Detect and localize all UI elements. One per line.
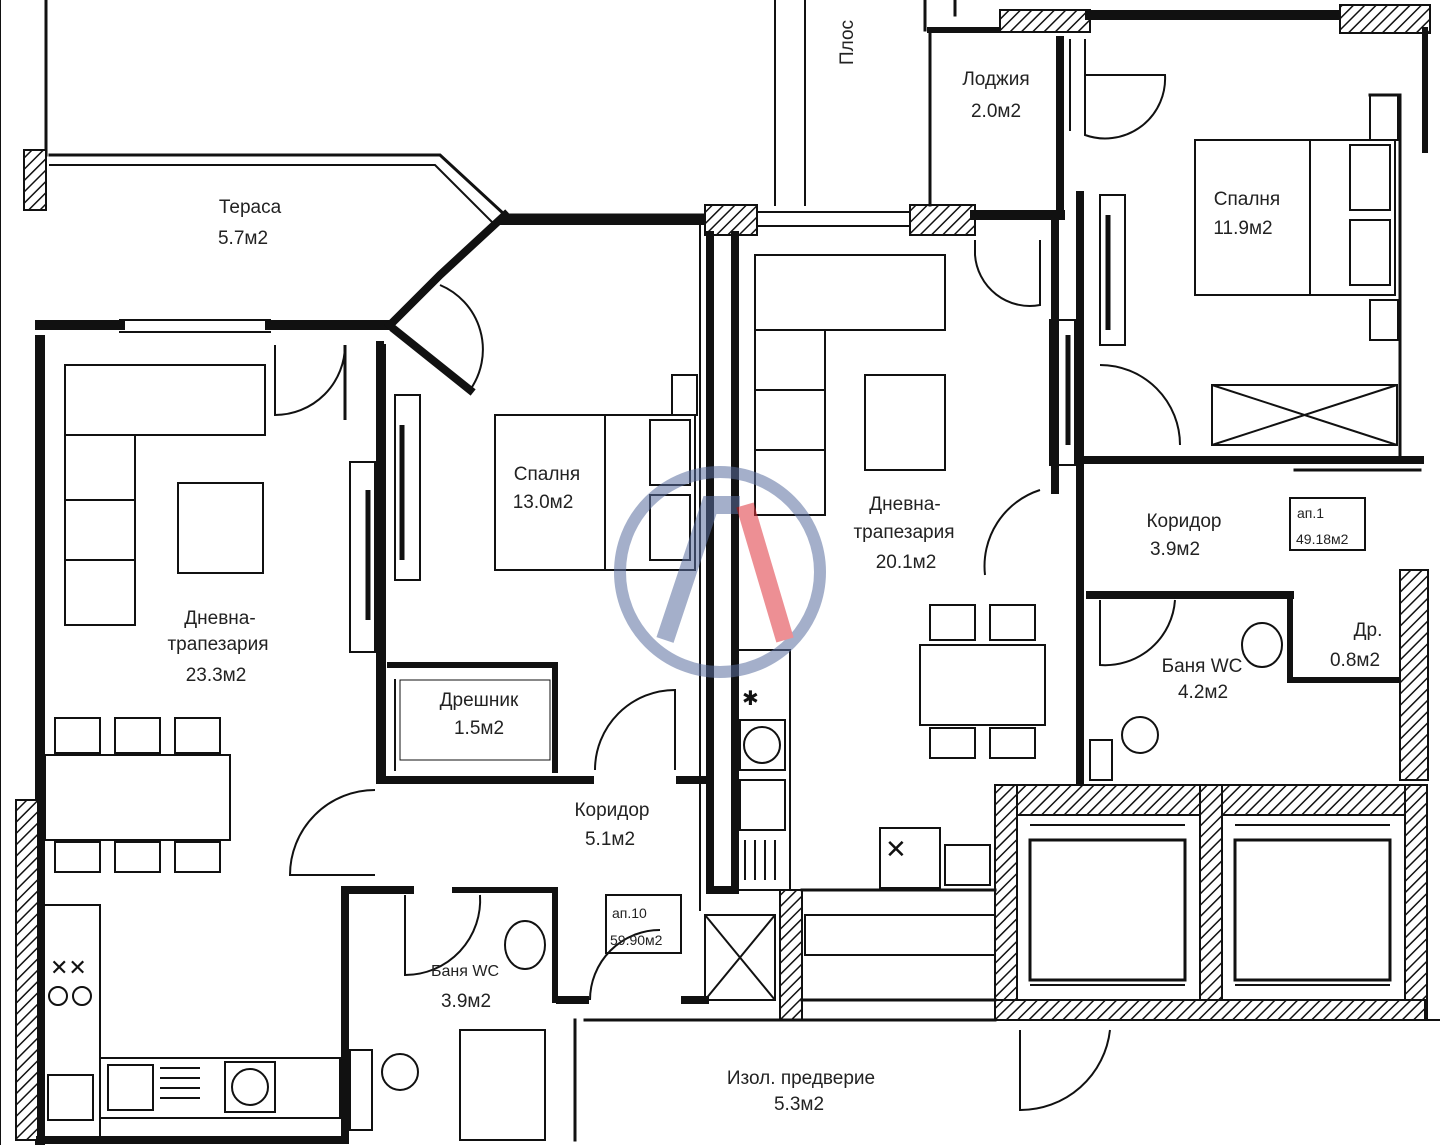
room-area: 5.1м2: [585, 829, 635, 850]
svg-text:✕✕: ✕✕: [50, 956, 87, 981]
room-name: Спалня: [1214, 189, 1280, 210]
lift-cabins: [1028, 824, 1392, 986]
room-terrace: Тераса 5.7м2: [218, 197, 282, 249]
room-name: Лоджия: [962, 69, 1029, 90]
ap1-number: ап.1: [1297, 505, 1324, 521]
room-name: Тераса: [219, 197, 282, 218]
room-living-middle: Дневна- трапезария 20.1м2: [853, 494, 954, 573]
room-area: 13.0м2: [513, 492, 574, 513]
room-name-line2: трапезария: [167, 634, 268, 655]
svg-text:✕: ✕: [885, 835, 907, 865]
room-name-line1: Дневна-: [184, 608, 255, 629]
room-name: Баня WC: [1162, 656, 1243, 677]
room-name: Изол. предверие: [727, 1068, 875, 1089]
ap10-number: ап.10: [612, 905, 647, 921]
room-name-line1: Дневна-: [869, 494, 940, 515]
ap1-area: 49.18м2: [1296, 531, 1349, 547]
room-corridor-middle: Коридор 5.1м2: [574, 800, 649, 850]
room-area: 20.1м2: [876, 552, 937, 573]
room-area: 1.5м2: [454, 718, 504, 739]
room-corridor-east: Коридор 3.9м2: [1146, 511, 1221, 560]
room-storage-east: Др. 0.8м2: [1330, 620, 1382, 671]
room-area: 11.9м2: [1213, 218, 1272, 239]
room-name: Спалня: [514, 464, 580, 485]
svg-text:✱: ✱: [742, 686, 759, 710]
room-name: Коридор: [1146, 511, 1221, 532]
cut-off-label: Плос: [837, 20, 858, 65]
room-area: 0.8м2: [1330, 650, 1380, 671]
room-bedroom-east: Спалня 11.9м2: [1213, 189, 1280, 239]
room-area: 2.0м2: [971, 101, 1021, 122]
room-area: 3.9м2: [1150, 539, 1200, 560]
room-area: 3.9м2: [441, 991, 491, 1012]
room-wardrobe: Дрешник 1.5м2: [440, 690, 519, 739]
room-area: 5.7м2: [218, 228, 268, 249]
room-area: 5.3м2: [774, 1094, 824, 1115]
watermark-logo: [614, 466, 826, 678]
room-name-line2: трапезария: [853, 522, 954, 543]
room-bath-east: Баня WC 4.2м2: [1162, 656, 1243, 703]
room-name: Дрешник: [440, 690, 519, 711]
room-labels: Тераса 5.7м2 Лоджия 2.0м2 Спалня 11.9м2 …: [167, 69, 1382, 1115]
apartment-tag-ap1: ап.1 49.18м2: [1289, 497, 1366, 551]
room-living-west: Дневна- трапезария 23.3м2: [167, 608, 268, 686]
doors: [274, 74, 1181, 1112]
room-name: Др.: [1354, 620, 1383, 641]
ap10-area: 59.90м2: [610, 932, 663, 948]
room-loggia: Лоджия 2.0м2: [962, 69, 1029, 122]
room-name: Коридор: [574, 800, 649, 821]
room-area: 23.3м2: [186, 665, 247, 686]
furniture: ✕✕ ✱ ✕: [41, 94, 1399, 1141]
room-name: Баня WC: [431, 963, 499, 980]
room-bath-west: Баня WC 3.9м2: [431, 963, 499, 1012]
room-area: 4.2м2: [1178, 682, 1228, 703]
room-vestibule: Изол. предверие 5.3м2: [727, 1068, 875, 1115]
apartment-tag-ap10: ап.10 59.90м2: [605, 894, 682, 954]
room-bedroom-middle: Спалня 13.0м2: [513, 464, 581, 513]
